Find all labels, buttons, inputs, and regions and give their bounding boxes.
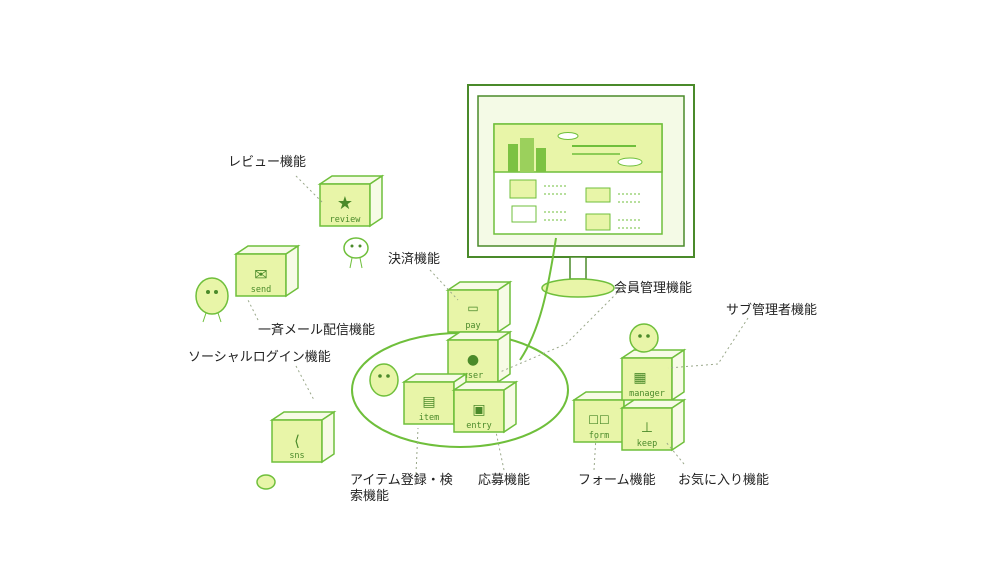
cube-label-item: item <box>419 413 439 423</box>
label-sub-admin: サブ管理者機能 <box>726 303 818 318</box>
label-form: フォーム機能 <box>578 473 656 488</box>
cube-item: ▤ item <box>403 373 467 425</box>
review-icon: ★ <box>337 193 353 214</box>
character-manager <box>629 323 659 353</box>
cube-review: ★ review <box>319 175 383 227</box>
cube-label-keep: keep <box>637 439 657 449</box>
cube-entry: ▣ entry <box>453 381 517 433</box>
label-favorites: お気に入り機能 <box>678 473 770 488</box>
cube-label-pay: pay <box>465 321 480 331</box>
cube-keep: ⊥ keep <box>621 399 685 451</box>
label-member: 会員管理機能 <box>614 281 693 296</box>
character-send <box>195 277 229 323</box>
cube-label-entry: entry <box>466 421 492 431</box>
card-icon: ▭ <box>467 301 478 315</box>
document-icon: ▤ <box>422 394 435 410</box>
label-item-search: アイテム登録・検索機能 <box>350 473 453 504</box>
cube-label-review: review <box>330 215 362 225</box>
cube-sns: ⟨ sns <box>271 411 335 463</box>
cube-label-manager: manager <box>629 389 665 399</box>
cube-form: ☐☐ form <box>573 391 637 443</box>
label-payment: 決済機能 <box>388 252 441 267</box>
character-review <box>343 237 369 269</box>
cube-label-form: form <box>589 431 609 441</box>
label-social-login: ソーシャルログイン機能 <box>188 350 331 365</box>
mail-icon: ✉ <box>254 265 267 284</box>
cube-label-user: user <box>463 371 483 381</box>
label-review: レビュー機能 <box>228 155 307 170</box>
label-application: 応募機能 <box>478 473 531 488</box>
checklist-icon: ☐☐ <box>588 413 610 427</box>
cube-user: ● user <box>447 331 511 383</box>
pin-icon: ⊥ <box>641 420 653 436</box>
cube-label-sns: sns <box>289 451 304 461</box>
leader-lines <box>247 175 749 475</box>
cube-pay: ▭ pay <box>447 281 511 333</box>
character-center <box>369 363 399 397</box>
bird-small <box>256 474 276 490</box>
person-icon: ● <box>467 352 479 368</box>
cube-label-send: send <box>251 285 271 295</box>
label-mail: 一斉メール配信機能 <box>258 323 376 338</box>
portrait-icon: ▣ <box>472 402 485 418</box>
cube-manager: ▦ manager <box>621 349 685 401</box>
monitor <box>467 84 695 361</box>
cube-send: ✉ send <box>235 245 299 297</box>
share-icon: ⟨ <box>294 432 300 450</box>
building-icon: ▦ <box>633 370 646 386</box>
